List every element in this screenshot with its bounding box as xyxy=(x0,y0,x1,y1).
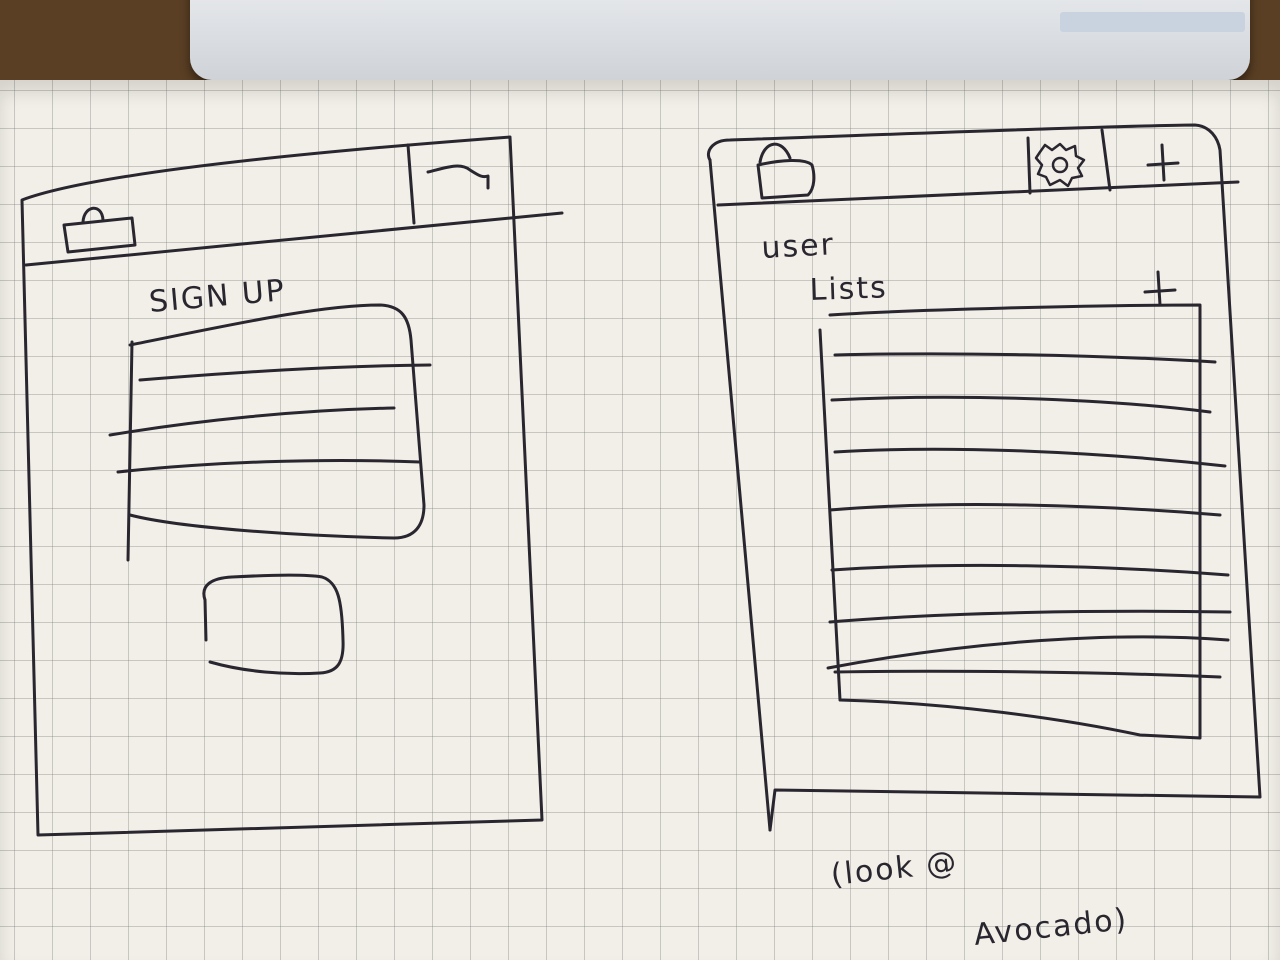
signup-title: SIGN UP xyxy=(148,273,288,320)
mail-icon[interactable] xyxy=(426,164,490,190)
user-lists-screen: user Lists xyxy=(706,123,1262,832)
signup-form xyxy=(108,303,432,562)
list-item[interactable] xyxy=(828,609,1232,624)
lock-icon[interactable] xyxy=(62,206,137,254)
signup-form-left-edge xyxy=(126,340,134,562)
user-lists-header-divider xyxy=(716,180,1240,207)
signup-form-field[interactable] xyxy=(138,363,432,382)
list-item[interactable] xyxy=(830,563,1230,577)
signup-screen: SIGN UP xyxy=(20,135,564,837)
user-lists-frame xyxy=(706,123,1262,832)
annotation-note: (look @ Avocado) xyxy=(829,845,1130,953)
list-item[interactable] xyxy=(826,635,1230,670)
list-item[interactable] xyxy=(830,395,1212,414)
signup-form-box xyxy=(128,303,426,540)
signup-header-separator xyxy=(406,143,416,225)
lists-panel-frame xyxy=(818,303,1202,740)
annotation-note-line1: (look @ xyxy=(829,845,960,893)
user-lists-title-line2: Lists xyxy=(809,270,888,308)
user-lists-title-line1: user xyxy=(761,227,836,266)
signup-submit-button-edge xyxy=(203,598,208,642)
signup-screen-frame xyxy=(20,135,544,837)
lock-icon[interactable] xyxy=(756,142,816,200)
list-item[interactable] xyxy=(833,352,1217,364)
signup-submit-button[interactable] xyxy=(202,573,345,676)
user-lists-header-separator xyxy=(1100,128,1112,192)
annotation-note-line2: Avocado) xyxy=(972,902,1130,953)
list-item[interactable] xyxy=(833,447,1227,468)
laptop-edge xyxy=(190,0,1250,80)
laptop-keyboard-strip xyxy=(1060,12,1245,32)
signup-form-field[interactable] xyxy=(116,458,422,474)
signup-form-field[interactable] xyxy=(108,406,396,437)
settings-gear-icon[interactable] xyxy=(1034,142,1086,188)
add-icon[interactable] xyxy=(1146,143,1180,182)
grid-paper xyxy=(0,80,1280,960)
user-lists-header-separator xyxy=(1026,136,1032,195)
lists-container xyxy=(818,303,1232,740)
list-item[interactable] xyxy=(833,669,1222,679)
user-lists-left-edge xyxy=(708,158,772,832)
list-item[interactable] xyxy=(828,503,1222,517)
add-list-icon[interactable] xyxy=(1143,270,1177,307)
signup-header-divider xyxy=(24,211,564,267)
